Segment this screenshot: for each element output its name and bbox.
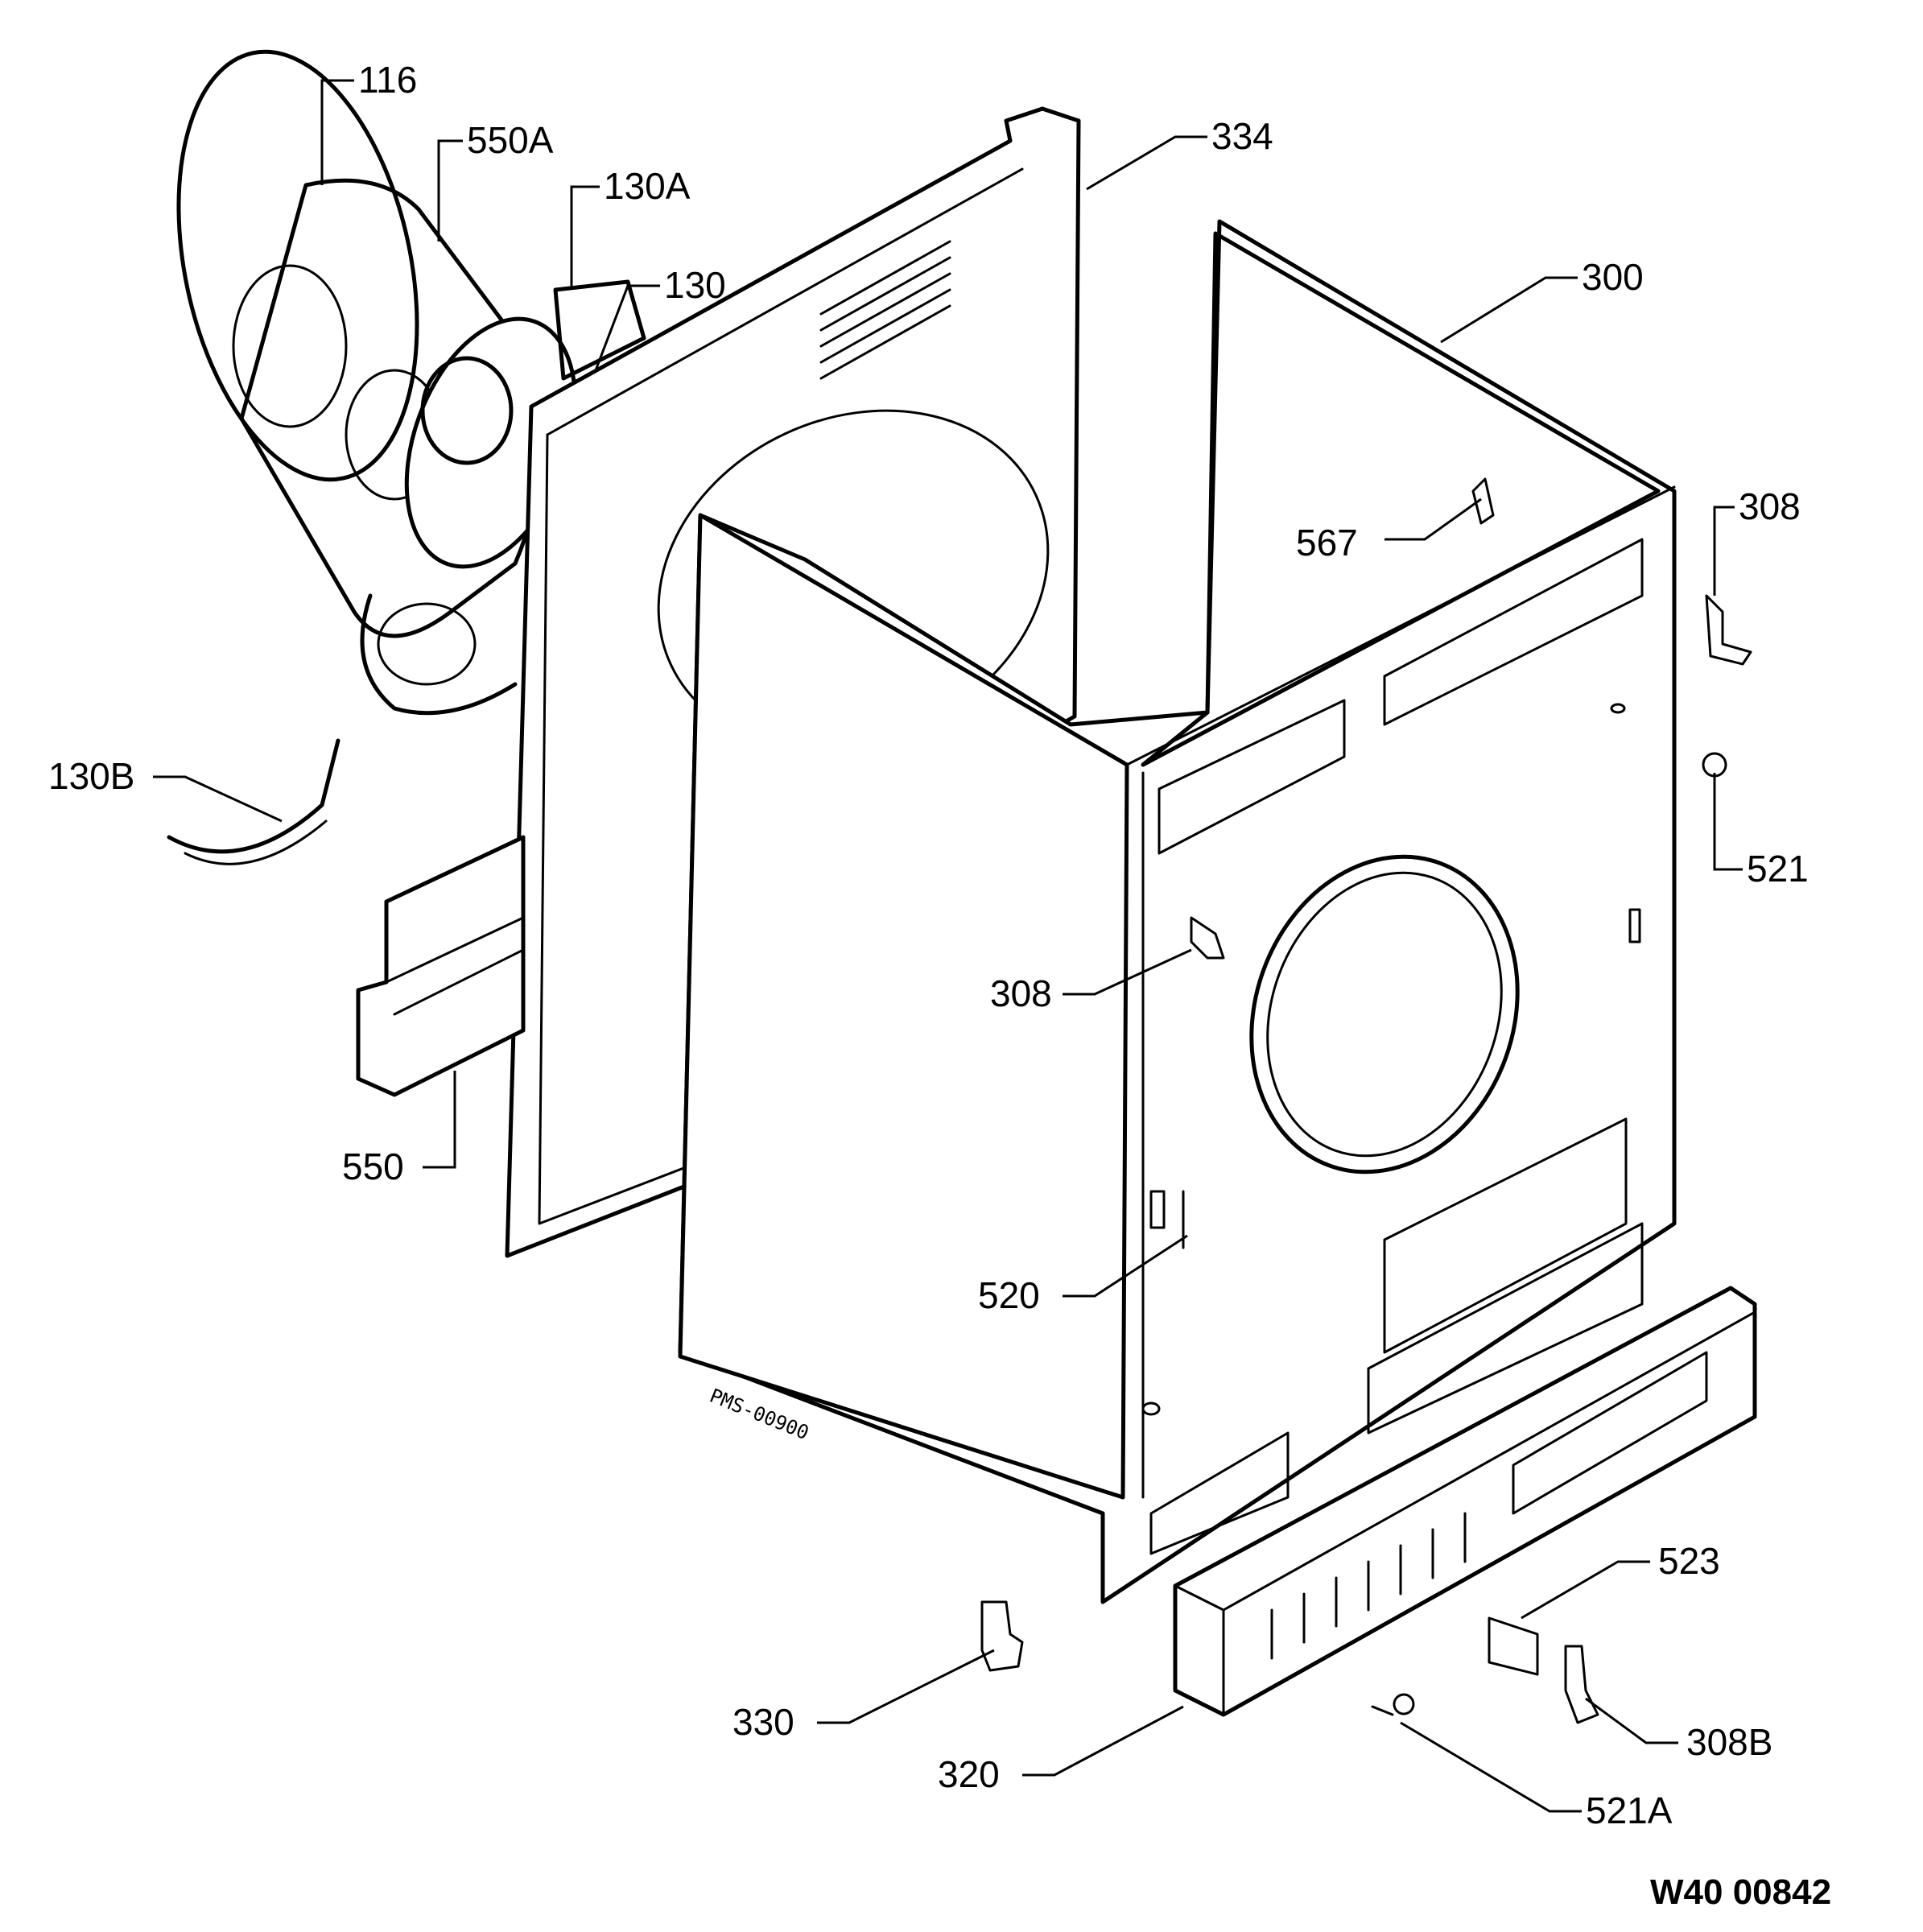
callout-300: 300: [1582, 256, 1644, 298]
callout-330: 330: [732, 1701, 794, 1743]
plinth-grille: [1270, 1512, 1467, 1660]
callout-521: 521: [1747, 848, 1809, 890]
cabinet: [678, 219, 1677, 1604]
callout-520: 520: [978, 1274, 1040, 1316]
leader-lines: [153, 79, 1743, 1813]
callout-130a: 130A: [604, 165, 691, 207]
callout-567: 567: [1296, 522, 1358, 564]
callout-labels: 116 550A 130A 130 334 300 308 567 130B 5…: [48, 59, 1809, 1831]
callout-550: 550: [342, 1146, 404, 1187]
callout-334: 334: [1211, 115, 1273, 157]
callout-130b: 130B: [48, 755, 134, 797]
small-hardware: [980, 477, 1752, 1724]
callout-116: 116: [358, 59, 417, 101]
callout-320: 320: [938, 1753, 1000, 1795]
drawing-code: W40 00842: [1650, 1872, 1831, 1912]
vent-slots: [819, 240, 951, 380]
drum-assembly: [176, 49, 646, 716]
side-rail: [356, 835, 526, 1097]
callout-523: 523: [1658, 1540, 1720, 1582]
callout-308-front: 308: [990, 972, 1052, 1014]
door-seal-segment: [167, 738, 340, 854]
callout-308b: 308B: [1686, 1721, 1772, 1763]
callout-550a: 550A: [467, 119, 554, 161]
base-plinth: [1173, 1286, 1757, 1717]
callout-521a: 521A: [1586, 1790, 1673, 1831]
callout-308-right: 308: [1739, 485, 1801, 527]
callout-130: 130: [664, 264, 726, 306]
